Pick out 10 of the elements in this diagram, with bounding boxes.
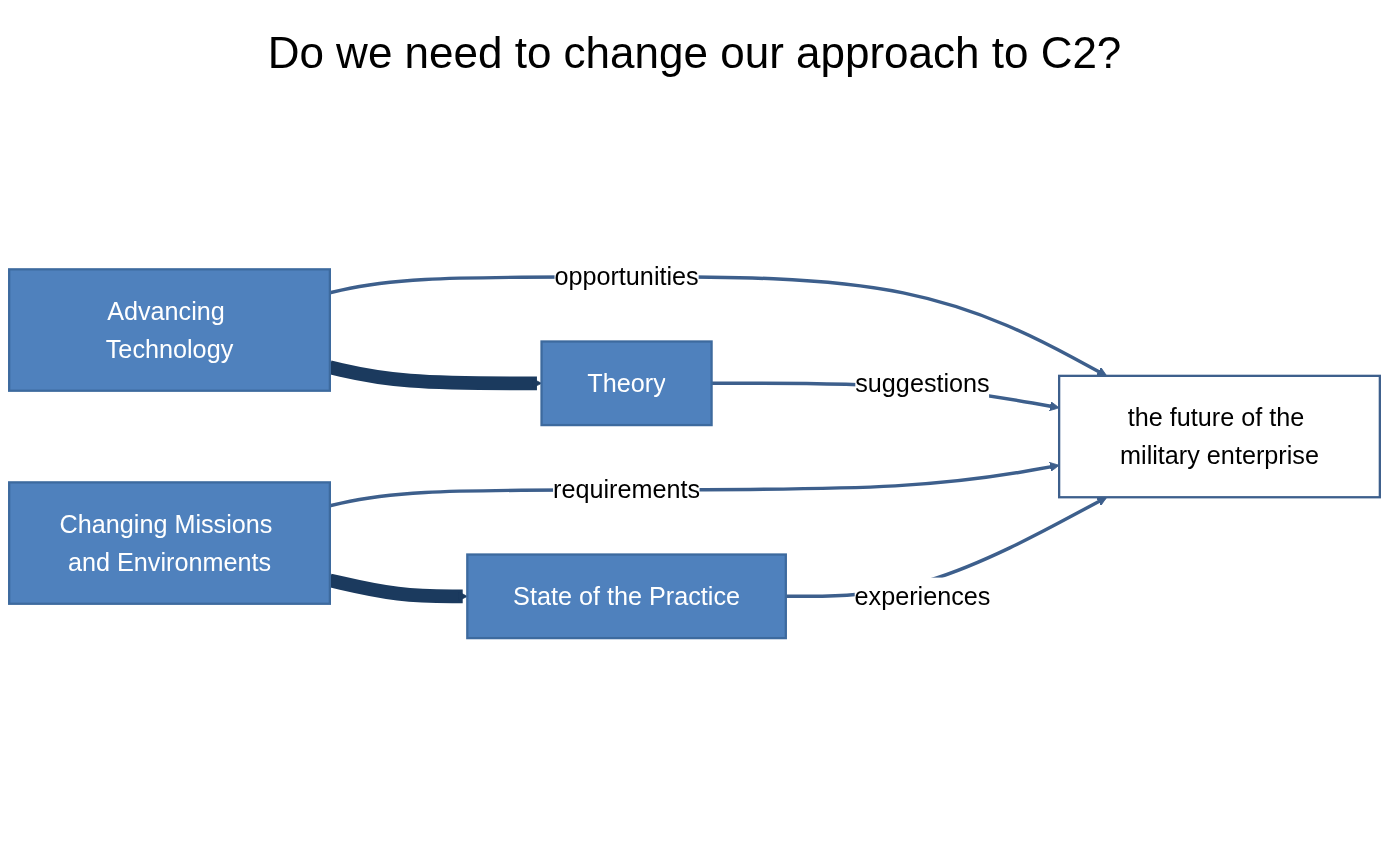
node-box: Theory [540, 340, 713, 427]
edge-label: experiences [854, 582, 991, 611]
node-box: Advancing Technology [8, 268, 331, 392]
title: Do we need to change our approach to C2? [266, 28, 1123, 78]
edge-label: suggestions [855, 368, 990, 398]
edge-label: opportunities [554, 262, 699, 292]
node-box: the future of the military enterprise [1058, 374, 1381, 499]
node-box: State of the Practice [466, 553, 787, 640]
node-box: Changing Missions and Environments [8, 481, 331, 605]
edge-label: requirements [553, 475, 701, 505]
